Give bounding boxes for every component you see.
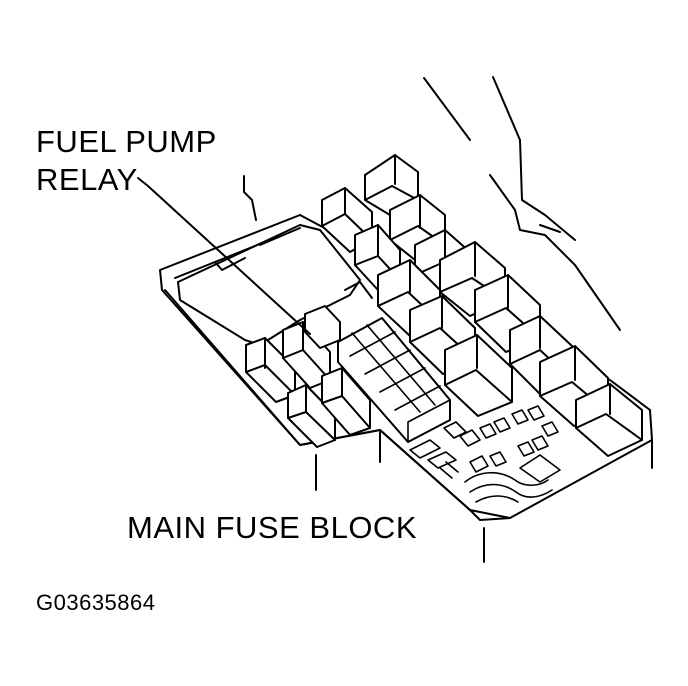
- cable-stub: [243, 175, 257, 221]
- fuel-pump-relay-leader: [137, 177, 311, 335]
- connector-terminals: [409, 405, 561, 503]
- figure-id: G03635864: [36, 590, 156, 615]
- fuel-pump-relay-label-line2: RELAY: [36, 162, 138, 197]
- fuel-pump-relay-label-line1: FUEL PUMP: [36, 124, 217, 159]
- large-relays-column: [321, 154, 643, 457]
- body-outline-lines: [423, 76, 621, 331]
- small-relays: [245, 305, 371, 448]
- mini-fuse-grid: [337, 317, 451, 443]
- main-fuse-block-label: MAIN FUSE BLOCK: [127, 510, 417, 545]
